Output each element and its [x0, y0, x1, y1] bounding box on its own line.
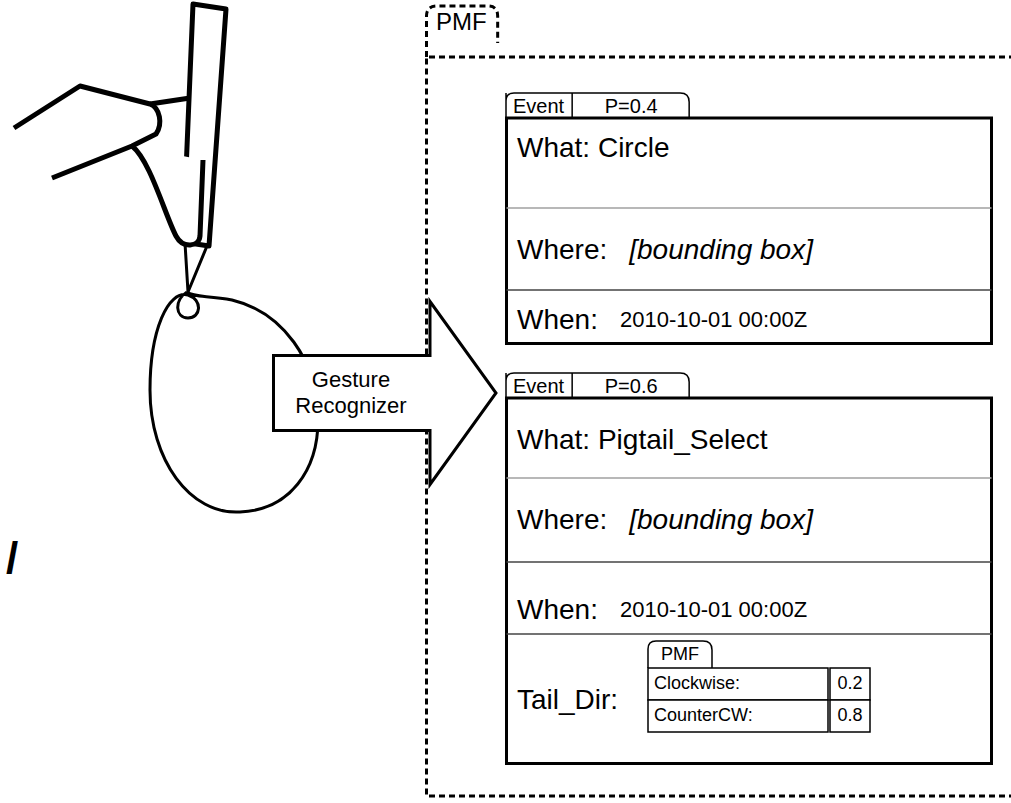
- timestamp: 2010-10-01 00:00Z: [620, 597, 807, 623]
- event-box: PMF Clockwise: 0.2CounterCW: 0.8 Event P=0.6W…: [505, 372, 993, 765]
- table-tab-label: PMF: [661, 644, 699, 666]
- recognizer-arrow: Gesture Recognizer: [272, 300, 498, 486]
- container-tab-label: PMF: [436, 8, 487, 37]
- field-name: Tail_Dir:: [517, 683, 618, 717]
- arrow-label: Gesture Recognizer: [276, 367, 426, 420]
- table-cell: [830, 668, 870, 700]
- tab-divider: [571, 93, 573, 118]
- row-separator: [507, 633, 992, 635]
- event-box: Event P=0.4What: CircleWhere: [bounding bo…: [505, 92, 993, 345]
- text-holder: PMF: [661, 644, 699, 666]
- cell-value: 0.8: [837, 705, 862, 727]
- text-holder: PMF: [436, 8, 487, 37]
- cell-value: 0.2: [837, 673, 862, 695]
- pmf-table: PMF Clockwise: 0.2CounterCW: 0.8: [647, 640, 871, 732]
- text-holder: P=0.6: [605, 374, 658, 398]
- finger-outline: [132, 146, 203, 245]
- event-tab: [506, 93, 689, 118]
- text-holder: Gesture Recognizer: [276, 367, 426, 420]
- tab-divider: [571, 373, 573, 398]
- event-tab-label: Event: [513, 94, 564, 118]
- text-holder: Where:: [517, 233, 607, 267]
- stray-glyph: /: [6, 533, 18, 582]
- text-holder: 0.8: [837, 705, 862, 727]
- text-holder: CounterCW:: [654, 705, 753, 727]
- text-holder: Clockwise:: [654, 673, 740, 695]
- text-holder: Event: [513, 94, 564, 118]
- probability-label: P=0.4: [605, 94, 658, 118]
- field-name: Where:: [517, 233, 607, 267]
- row-separator: [507, 289, 992, 291]
- cell-key: Clockwise:: [654, 673, 740, 695]
- event-tab: [506, 373, 689, 398]
- text-holder: [bounding box]: [629, 503, 813, 537]
- field-name: When:: [517, 303, 598, 337]
- text-holder: Event: [513, 374, 564, 398]
- field-text: What: Circle: [517, 131, 669, 165]
- probability-label: P=0.6: [605, 374, 658, 398]
- row-separator: [507, 561, 992, 563]
- pen-tip: [185, 243, 207, 292]
- text-holder: When:: [517, 303, 598, 337]
- hand-outline: [150, 98, 190, 104]
- field-name: When:: [517, 593, 598, 627]
- text-holder: 2010-10-01 00:00Z: [620, 307, 807, 333]
- text-holder: Tail_Dir:: [517, 683, 618, 717]
- field-text: What: Pigtail_Select: [517, 423, 768, 457]
- field-name: Where:: [517, 503, 607, 537]
- text-holder: 2010-10-01 00:00Z: [620, 597, 807, 623]
- timestamp: 2010-10-01 00:00Z: [620, 307, 807, 333]
- row-separator: [507, 207, 992, 209]
- table-cell: [830, 700, 870, 732]
- field-value: [bounding box]: [629, 503, 813, 537]
- text-holder: 0.2: [837, 673, 862, 695]
- table-cell: [648, 700, 828, 732]
- field-value: [bounding box]: [629, 233, 813, 267]
- text-holder: What: Pigtail_Select: [517, 423, 768, 457]
- text-holder: P=0.4: [605, 94, 658, 118]
- pmf-container: Event P=0.4What: CircleWhere: [bounding bo…: [425, 4, 1011, 798]
- hand-outline: [14, 86, 160, 178]
- container-tab: [427, 6, 498, 57]
- row-separator: [507, 477, 992, 479]
- table-cell: [648, 668, 828, 700]
- text-holder: [bounding box]: [629, 233, 813, 267]
- label-holder: /: [6, 532, 18, 585]
- cell-key: CounterCW:: [654, 705, 753, 727]
- table-tab: [648, 641, 712, 668]
- event-border: [507, 398, 992, 764]
- event-border: [507, 118, 992, 344]
- text-holder: When:: [517, 593, 598, 627]
- text-holder: What: Circle: [517, 131, 669, 165]
- text-holder: Where:: [517, 503, 607, 537]
- container-border: [427, 57, 1011, 796]
- arrow-shape: [274, 302, 497, 485]
- event-tab-label: Event: [513, 374, 564, 398]
